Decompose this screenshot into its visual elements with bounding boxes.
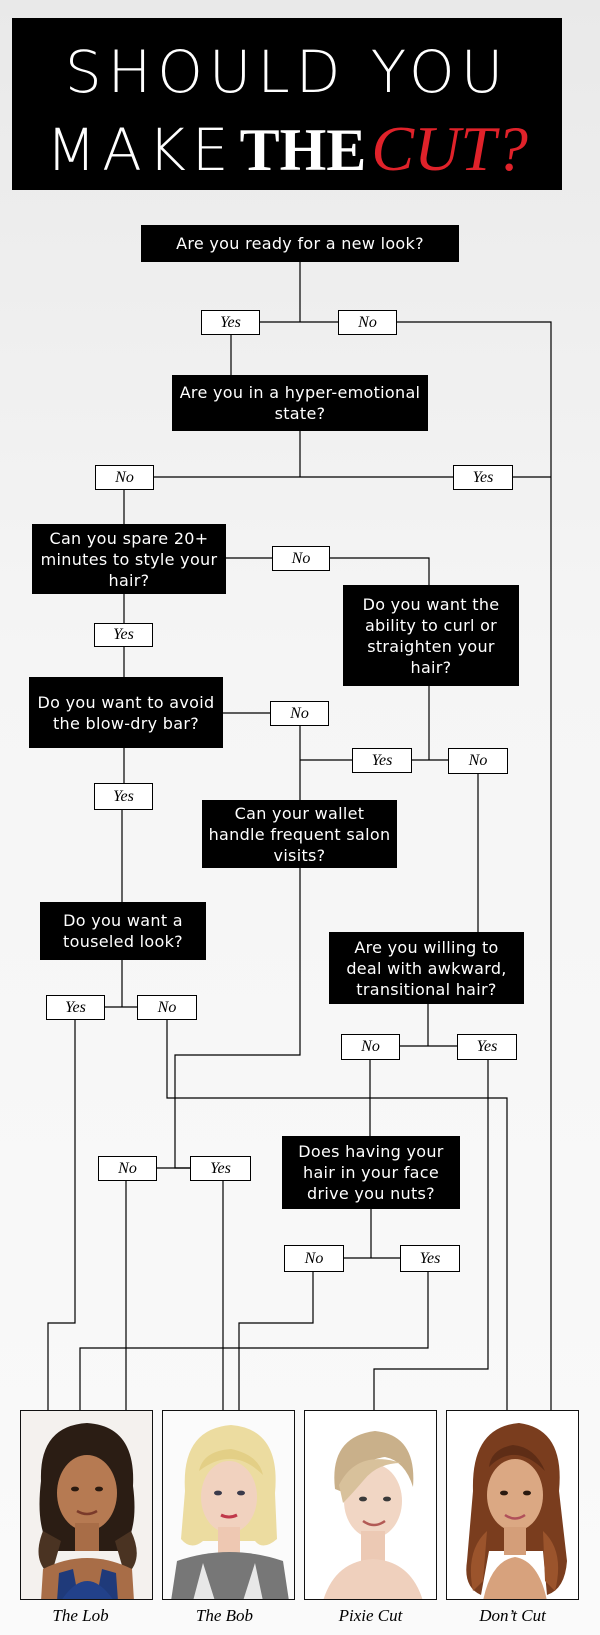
title-make: MAKE [46, 116, 235, 184]
question-avoid-blow-dry-bar: Do you want to avoid the blow-dry bar? [29, 677, 223, 748]
answer-q1-no: No [338, 310, 397, 335]
connector [238, 1272, 314, 1410]
answer-q2-yes: Yes [453, 465, 513, 490]
result-label-dont-cut: Don’t Cut [479, 1606, 546, 1625]
question-hair-in-face: Does having your hair in your face drive… [282, 1136, 460, 1209]
result-photo-pixie [304, 1410, 437, 1600]
result-photo-lob [20, 1410, 153, 1600]
answer-q7-yes: Yes [46, 995, 105, 1020]
answer-q5-yes: Yes [94, 783, 153, 810]
answer-q3-yes: Yes [94, 623, 153, 647]
answer-q5-no: No [270, 701, 329, 726]
question-awkward-transitional-hair: Are you willing to deal with awkward, tr… [329, 932, 524, 1004]
result-photo-bob [162, 1410, 295, 1600]
result-photo-dont-cut [446, 1410, 579, 1600]
connector [330, 557, 430, 585]
answer-q8-yes: Yes [457, 1034, 517, 1060]
connector [47, 1020, 76, 1410]
answer-q4-yes: Yes [352, 748, 412, 773]
answer-q7-no: No [137, 995, 197, 1020]
result-label-lob: The Lob [52, 1606, 109, 1625]
answer-q6-no: No [98, 1156, 157, 1181]
answer-q9-no: No [284, 1245, 344, 1272]
answer-q6-yes: Yes [190, 1156, 251, 1181]
question-touseled-look: Do you want a touseled look? [40, 902, 206, 960]
question-curl-or-straighten: Do you want the ability to curl or strai… [343, 585, 519, 686]
answer-q1-yes: Yes [201, 310, 260, 335]
answer-q9-yes: Yes [400, 1245, 460, 1272]
connector [79, 1272, 429, 1410]
question-spare-20-minutes: Can you spare 20+ minutes to style your … [32, 524, 226, 594]
title-line-1: SHOULD YOU [64, 38, 510, 106]
title-cut: CUT? [371, 113, 528, 184]
title-banner: SHOULD YOU MAKE THE CUT? [12, 18, 562, 190]
connector [373, 1060, 489, 1410]
answer-q8-no: No [341, 1034, 400, 1060]
question-ready-for-new-look: Are you ready for a new look? [141, 225, 459, 262]
result-label-pixie: Pixie Cut [338, 1606, 403, 1625]
answer-q2-no: No [95, 465, 154, 490]
title-the: THE [239, 117, 367, 183]
answer-q3-no: No [272, 546, 330, 571]
answer-q4-no: No [448, 748, 508, 774]
connector [397, 321, 552, 1410]
question-hyper-emotional: Are you in a hyper-emotional state? [172, 375, 428, 431]
connector [166, 1020, 508, 1410]
question-wallet-salon-visits: Can your wallet handle frequent salon vi… [202, 800, 397, 868]
title-line-2: MAKE THE CUT? [12, 116, 562, 196]
result-label-bob: The Bob [195, 1606, 254, 1625]
